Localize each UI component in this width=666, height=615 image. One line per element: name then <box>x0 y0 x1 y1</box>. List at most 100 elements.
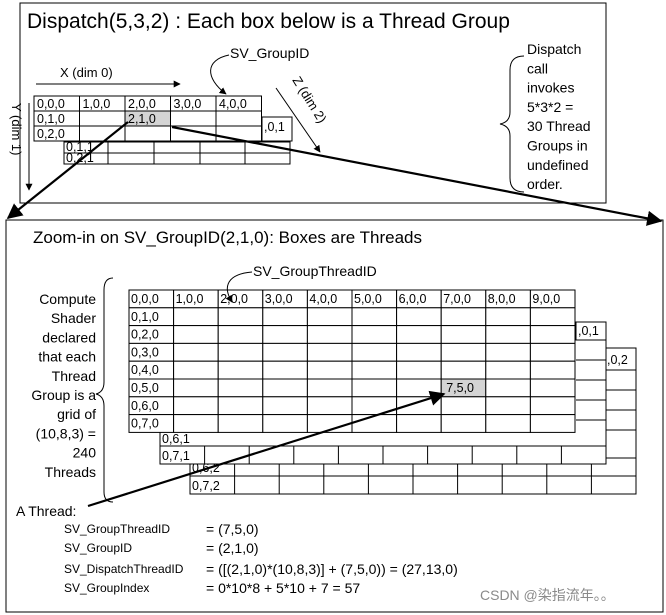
thread-cell <box>440 360 487 380</box>
group-cell <box>124 125 171 142</box>
thread-cell <box>351 360 398 380</box>
thread-cell <box>173 378 219 398</box>
thread-group-note-line: that each <box>38 349 96 365</box>
thread-cell <box>217 414 264 433</box>
thread-attr-name: SV_GroupID <box>64 541 132 555</box>
thread-cell <box>485 307 531 327</box>
thread-cell <box>262 307 308 327</box>
thread-cell-label: 5,0,0 <box>354 292 382 306</box>
group-cell <box>79 125 126 142</box>
thread-group-note-line: 240 <box>73 445 97 461</box>
group-cell-label: 2,1,0 <box>128 112 156 126</box>
thread-cell-label: 2,0,0 <box>220 292 248 306</box>
dispatch-note-line: 30 Thread <box>527 118 591 134</box>
thread-cell-label: 7,5,0 <box>446 381 474 395</box>
dispatch-note-line: Dispatch <box>527 41 581 57</box>
thread-cell-label: 8,0,0 <box>488 292 516 306</box>
thread-cell-layer2-partial: ,0,2 <box>607 353 628 367</box>
thread-group-note-line: grid of <box>57 406 96 422</box>
thread-cell <box>173 414 219 433</box>
zoom-arrow-right <box>171 125 663 226</box>
thread-cell <box>262 325 308 344</box>
thread-cell <box>173 307 219 327</box>
group-cell <box>170 110 217 127</box>
thread-cell <box>262 378 308 398</box>
thread-cell <box>173 325 219 344</box>
thread-cell <box>396 378 442 398</box>
thread-id-callout-arrow <box>225 271 253 303</box>
thread-cell <box>485 396 531 416</box>
dispatch-panel-frame <box>19 2 607 204</box>
thread-details: SV_GroupThreadID= (7,5,0)SV_GroupID= (2,… <box>64 521 458 596</box>
thread-attr-value: = 0*10*8 + 5*10 + 7 = 57 <box>206 580 360 596</box>
axis-z-arrow <box>275 87 321 153</box>
group-cell-label: 4,0,0 <box>219 97 247 111</box>
zoom-arrow-left <box>6 121 129 219</box>
thread-cell-label: 0,4,0 <box>131 363 159 377</box>
thread-cell <box>351 342 398 362</box>
axis-x-label: X (dim 0) <box>60 65 113 80</box>
thread-cell <box>485 342 531 362</box>
dispatch-note-line: 5*3*2 = <box>527 99 573 115</box>
dispatch-note-line: Groups in <box>527 138 588 154</box>
thread-cell <box>173 396 219 416</box>
thread-cell <box>217 396 264 416</box>
thread-cell <box>306 396 353 416</box>
group-id-callout: SV_GroupID <box>230 45 309 61</box>
thread-cell-layer1-partial: ,0,1 <box>578 324 599 338</box>
thread-group-note-line: Shader <box>51 310 96 326</box>
thread-cell-label: 0,5,0 <box>131 381 159 395</box>
thread-cell <box>351 307 398 327</box>
thread-cell <box>440 396 487 416</box>
thread-cell-0-7-1: 0,7,1 <box>162 449 190 463</box>
dispatch-note-bracket <box>499 55 525 193</box>
group-layer-z2: 0,1,1 0,2,1 <box>63 140 291 165</box>
thread-cell <box>529 360 576 380</box>
thread-cell <box>440 414 487 433</box>
thread-cell <box>217 307 264 327</box>
thread-group-note-line: Group is a <box>31 387 96 403</box>
thread-cell <box>440 342 487 362</box>
dispatch-panel: Dispatch(5,3,2) : Each box below is a Th… <box>9 2 607 204</box>
thread-cell-label: 0,1,0 <box>131 310 159 324</box>
thread-cell-label: 9,0,0 <box>532 292 560 306</box>
group-cell-label: 0,1,0 <box>37 112 65 126</box>
thread-cell <box>396 307 442 327</box>
thread-cell <box>306 325 353 344</box>
thread-group-note-bracket <box>95 277 114 503</box>
zoom-panel-frame <box>5 219 664 613</box>
thread-cell <box>262 414 308 433</box>
group-cell-0-1-1: 0,1,1 <box>66 140 94 154</box>
thread-cell <box>217 378 264 398</box>
thread-cell <box>217 325 264 344</box>
group-cell-label: 2,0,0 <box>128 97 156 111</box>
thread-cell <box>306 378 353 398</box>
thread-attr-name: SV_GroupIndex <box>64 581 149 595</box>
thread-cell-label: 6,0,0 <box>399 292 427 306</box>
thread-cell-label: 4,0,0 <box>309 292 337 306</box>
watermark: CSDN @染指流年。。 <box>480 587 615 603</box>
thread-cell <box>217 342 264 362</box>
thread-cell <box>529 307 576 327</box>
thread-cell <box>306 307 353 327</box>
thread-cell <box>262 396 308 416</box>
thread-cell <box>351 378 398 398</box>
thread-cell <box>306 342 353 362</box>
thread-cell <box>485 325 531 344</box>
group-cell <box>79 110 126 127</box>
thread-cell <box>529 414 576 433</box>
thread-cell-0-7-2: 0,7,2 <box>192 479 220 493</box>
thread-attr-name: SV_DispatchThreadID <box>64 562 184 576</box>
thread-id-callout: SV_GroupThreadID <box>253 263 377 279</box>
thread-cell <box>396 414 442 433</box>
group-cell-label: 0,0,0 <box>37 97 65 111</box>
axis-z-label: Z (dim 2) <box>289 74 329 126</box>
dispatch-note-line: order. <box>527 176 563 192</box>
dispatch-title: Dispatch(5,3,2) : Each box below is a Th… <box>27 10 510 33</box>
dispatch-note-line: call <box>527 60 548 76</box>
thread-cell <box>351 325 398 344</box>
zoom-panel: Zoom-in on SV_GroupID(2,1,0): Boxes are … <box>5 219 664 613</box>
